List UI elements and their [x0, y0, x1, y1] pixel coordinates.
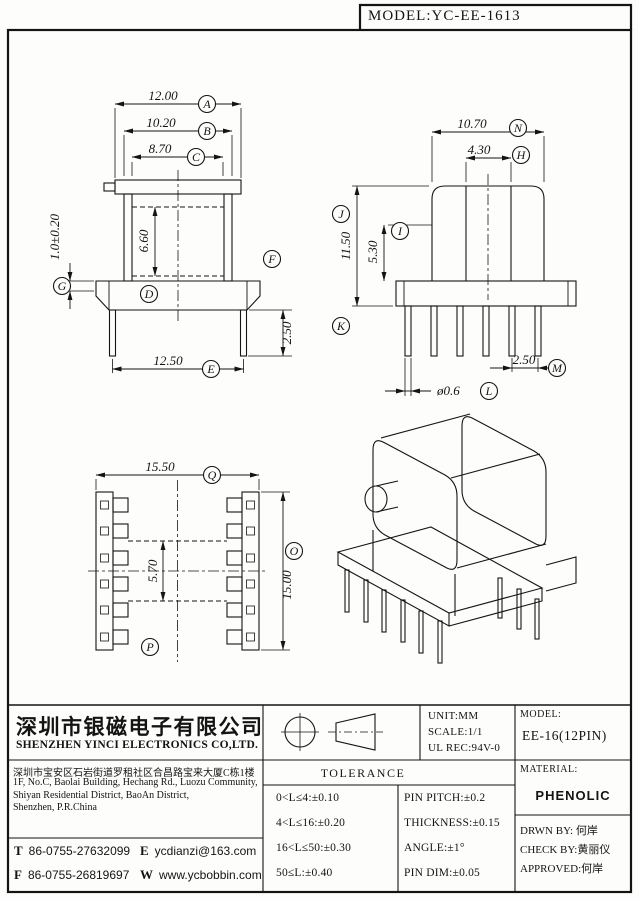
- company-name-cn: 深圳市银磁电子有限公司: [16, 715, 264, 739]
- balloon-l: L: [479, 381, 499, 401]
- tolerance-length-3: 16<L≤50:±0.30: [276, 842, 352, 854]
- balloon-h: H: [511, 145, 531, 165]
- balloon-m: M: [547, 358, 567, 378]
- balloon-c: C: [186, 147, 206, 167]
- balloon-f: F: [262, 249, 282, 269]
- dim-side-pin-dia: ø0.6: [436, 383, 460, 398]
- tel-row: T 86-0755-27632099: [14, 843, 130, 859]
- top-view-geometry: [88, 472, 290, 662]
- web-value[interactable]: www.ycbobbin.com: [159, 868, 262, 882]
- svg-text:D: D: [144, 287, 154, 301]
- projection-symbol: [281, 713, 383, 751]
- svg-text:A: A: [202, 97, 211, 111]
- svg-text:L: L: [485, 384, 493, 398]
- dim-top-slot: 5.70: [145, 559, 160, 582]
- fax-row: F 86-0755-26819697: [14, 867, 129, 883]
- svg-text:M: M: [551, 361, 563, 375]
- svg-text:G: G: [58, 279, 67, 293]
- dim-side-width: 10.70: [457, 116, 487, 131]
- svg-text:E: E: [206, 362, 215, 376]
- material-value: PHENOLIC: [535, 788, 611, 803]
- front-view-geometry: [67, 101, 292, 373]
- approved-by: APPROVED:何岸: [520, 863, 604, 875]
- svg-text:O: O: [290, 544, 299, 558]
- dim-side-core: 4.30: [468, 142, 491, 157]
- address-en-1: 1F, No.C, Baolai Building, Hechang Rd., …: [13, 777, 258, 788]
- svg-text:H: H: [516, 148, 527, 162]
- dim-front-pin-row: 12.50: [153, 353, 183, 368]
- balloon-j: J: [331, 204, 351, 224]
- tolerance-length-2: 4<L≤16:±0.20: [276, 817, 346, 829]
- dim-side-core-h: 5.30: [365, 240, 380, 263]
- model-header: MODEL:YC-EE-1613: [368, 8, 521, 24]
- tolerance-angle: ANGLE:±1°: [404, 842, 465, 854]
- scale-value: SCALE:1/1: [428, 726, 483, 738]
- top-view-labels: 15.50 5.70 15.00 Q O P: [140, 459, 304, 657]
- balloon-p: P: [140, 637, 160, 657]
- balloon-d: D: [139, 284, 159, 304]
- balloon-q: Q: [202, 465, 222, 485]
- svg-text:K: K: [336, 319, 346, 333]
- company-name-en: SHENZHEN YINCI ELECTRONICS CO,LTD.: [16, 739, 259, 751]
- address-cn: 深圳市宝安区石岩街道罗租社区合昌路宝来大厦C栋1楼: [13, 768, 255, 779]
- dim-front-pin-len: 2.50: [279, 321, 294, 344]
- dim-side-pitch: 2.50: [513, 352, 536, 367]
- dim-front-width-inner: 8.70: [149, 141, 172, 156]
- svg-text:J: J: [338, 207, 344, 221]
- balloon-k: K: [331, 316, 351, 336]
- email-label: E: [140, 843, 149, 858]
- material-label: MATERIAL:: [520, 764, 578, 775]
- svg-text:B: B: [203, 124, 211, 138]
- dim-front-window: 6.60: [136, 229, 151, 252]
- model-label: MODEL:: [520, 709, 562, 720]
- tolerance-thickness: THICKNESS:±0.15: [404, 817, 500, 829]
- side-view-geometry: [352, 129, 577, 396]
- balloon-n: N: [508, 118, 528, 138]
- front-view-labels: 12.00 10.20 8.70 6.60 1.0±0.20 2.50 12.5…: [47, 88, 294, 379]
- tolerance-length-1: 0<L≤4:±0.10: [276, 792, 340, 804]
- tel-label: T: [14, 843, 23, 858]
- svg-text:F: F: [267, 252, 276, 266]
- dim-front-width-outer: 12.00: [148, 88, 178, 103]
- balloon-e: E: [201, 359, 221, 379]
- dim-front-width-mid: 10.20: [146, 115, 176, 130]
- side-view-labels: 10.70 4.30 11.50 5.30 2.50 ø0.6 N H J I …: [331, 116, 567, 401]
- fax-value: 86-0755-26819697: [27, 868, 130, 882]
- drawn-by: DRWN BY: 何岸: [520, 825, 598, 837]
- checked-by: CHECK BY:黄丽仪: [520, 844, 611, 856]
- balloon-o: O: [284, 541, 304, 561]
- dim-front-flange: 1.0±0.20: [47, 213, 62, 260]
- svg-text:N: N: [513, 121, 523, 135]
- fax-label: F: [14, 867, 22, 882]
- address-en-2: Shiyan Residential District, BaoAn Distr…: [13, 790, 190, 801]
- tolerance-pin-dim: PIN DIM:±0.05: [404, 867, 480, 879]
- balloon-g: G: [52, 276, 72, 296]
- email-value[interactable]: ycdianzi@163.com: [154, 844, 257, 858]
- unit-value: UNIT:MM: [428, 710, 479, 722]
- model-value: EE-16(12PIN): [522, 728, 607, 743]
- tolerance-length-4: 50≤L:±0.40: [276, 867, 333, 879]
- ul-rec-value: UL REC:94V-0: [428, 742, 501, 754]
- svg-text:Q: Q: [208, 468, 217, 482]
- address-en-3: Shenzhen, P.R.China: [13, 802, 97, 813]
- dim-side-height: 11.50: [338, 231, 353, 260]
- tolerance-title: TOLERANCE: [320, 766, 406, 780]
- tel-value: 86-0755-27632099: [28, 844, 131, 858]
- dim-top-width: 15.50: [145, 459, 175, 474]
- balloon-b: B: [197, 121, 217, 141]
- svg-text:P: P: [145, 640, 154, 654]
- balloon-a: A: [197, 94, 217, 114]
- tolerance-pin-pitch: PIN PITCH:±0.2: [404, 792, 486, 804]
- isometric-view: [336, 413, 577, 664]
- sheet-frame: [6, 3, 633, 894]
- svg-text:C: C: [192, 150, 201, 164]
- svg-text:I: I: [397, 224, 403, 238]
- web-label: W: [140, 867, 153, 882]
- balloon-i: I: [390, 221, 410, 241]
- dim-top-length: 15.00: [279, 570, 294, 600]
